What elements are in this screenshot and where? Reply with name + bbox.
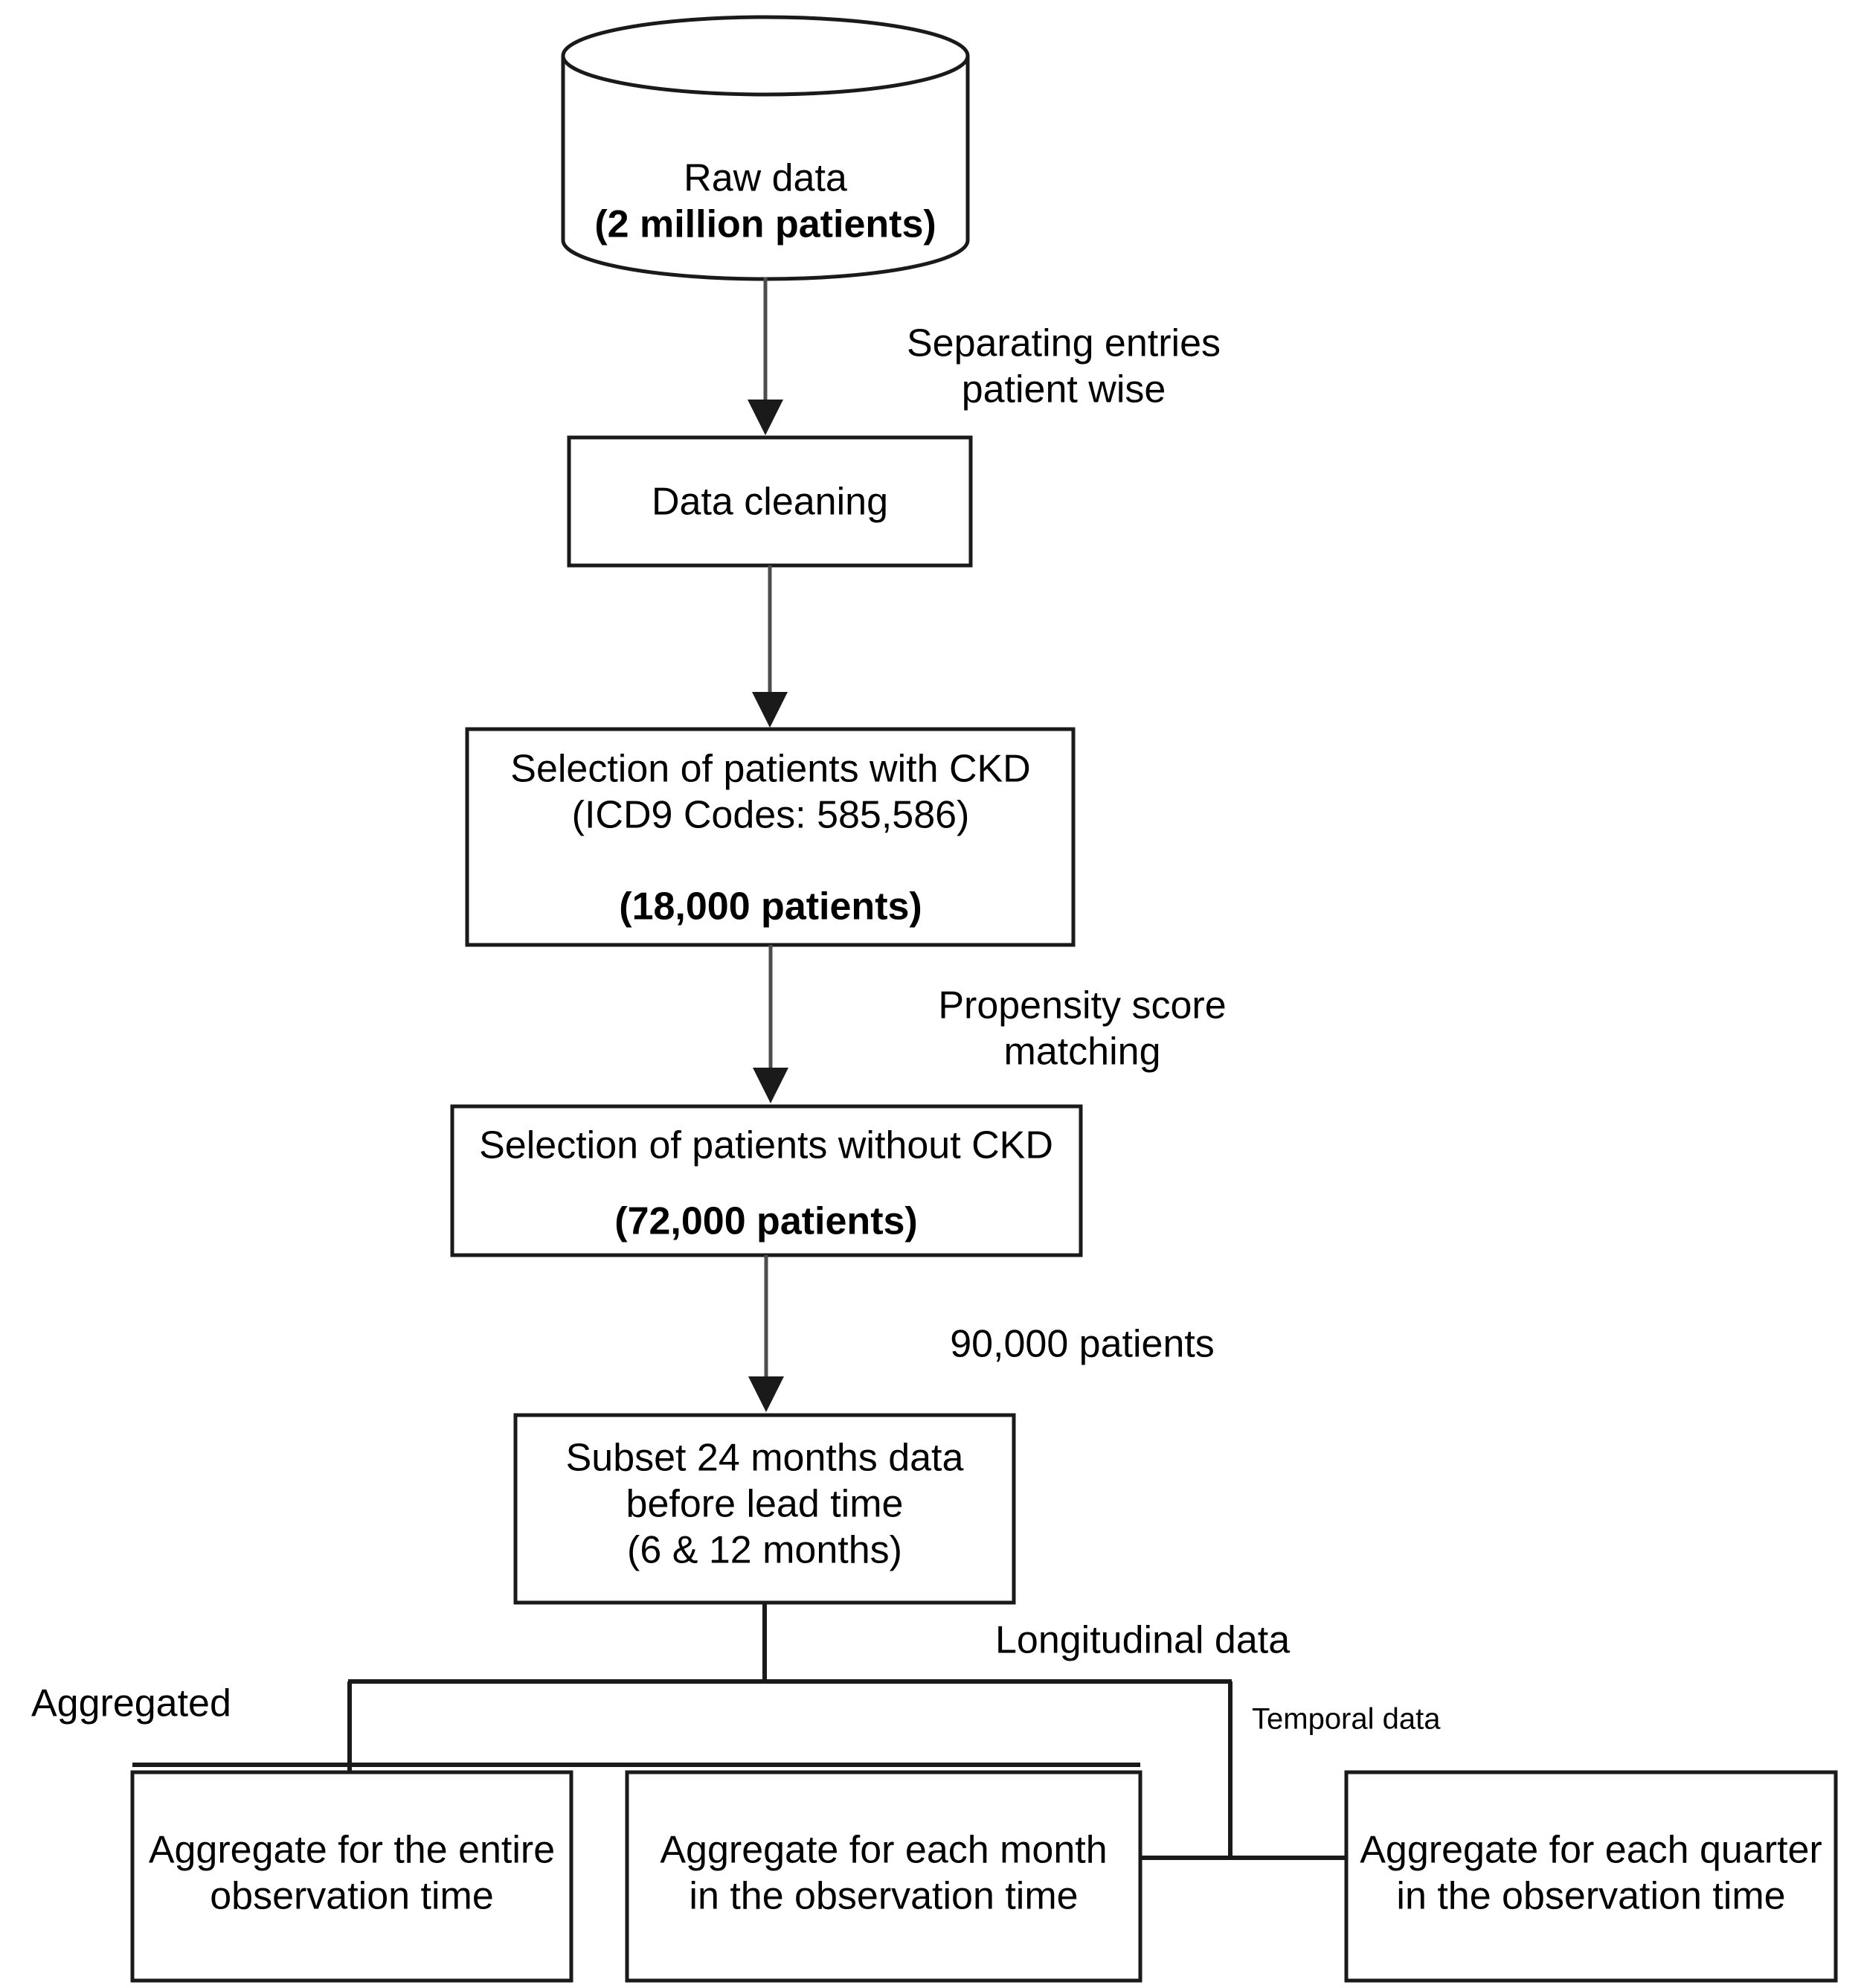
node-agg-month-line2: in the observation time: [689, 1875, 1078, 1918]
node-box: [567, 435, 973, 568]
node-data-cleaning[interactable]: Data cleaning: [567, 435, 973, 568]
edge-label-aggregated-text: Aggregated: [31, 1682, 231, 1725]
edge-label-propensity-line2: matching: [1004, 1030, 1161, 1074]
node-subset-line1: Subset 24 months data: [566, 1437, 964, 1480]
edge-without-ckd-to-subset: [748, 1255, 784, 1412]
node-agg-quarter[interactable]: Aggregate for each quarter in the observ…: [1344, 1770, 1838, 1983]
node-box: [450, 1104, 1083, 1257]
node-raw-data-line2: (2 million patients): [594, 203, 936, 246]
node-raw-data[interactable]: Raw data (2 million patients): [561, 15, 970, 281]
node-box: [1344, 1770, 1838, 1983]
edge-label-separating-line2: patient wise: [962, 368, 1166, 411]
edge-label-propensity: Propensity score matching: [938, 984, 1226, 1074]
node-with-ckd-line2: (ICD9 Codes: 585,586): [572, 794, 970, 837]
edge-label-longitudinal-text: Longitudinal data: [995, 1619, 1290, 1662]
edge-label-aggregated: Aggregated: [31, 1682, 231, 1725]
arrow-head-icon: [748, 1376, 784, 1412]
node-agg-month[interactable]: Aggregate for each month in the observat…: [625, 1770, 1142, 1983]
node-with-ckd[interactable]: Selection of patients with CKD (ICD9 Cod…: [465, 727, 1076, 947]
arrow-head-icon: [748, 400, 783, 435]
node-subset[interactable]: Subset 24 months data before lead time (…: [513, 1413, 1016, 1605]
edge-raw-to-cleaning: [748, 278, 783, 435]
node-subset-line2: before lead time: [626, 1483, 904, 1526]
node-without-ckd-line1: Selection of patients without CKD: [479, 1124, 1053, 1167]
edge-label-propensity-line1: Propensity score: [938, 984, 1226, 1027]
edge-label-ninety-thousand: 90,000 patients: [950, 1323, 1215, 1366]
node-box: [130, 1770, 573, 1983]
node-without-ckd[interactable]: Selection of patients without CKD (72,00…: [450, 1104, 1083, 1257]
arrow-head-icon: [753, 1068, 788, 1103]
node-agg-entire-line1: Aggregate for the entire: [149, 1829, 555, 1872]
node-agg-entire-line2: observation time: [210, 1875, 494, 1918]
node-with-ckd-line3: (18,000 patients): [619, 885, 922, 929]
node-subset-line3: (6 & 12 months): [627, 1529, 902, 1572]
edge-label-temporal: Temporal data: [1252, 1703, 1441, 1736]
node-without-ckd-line2: (72,000 patients): [614, 1200, 918, 1243]
node-box: [625, 1770, 1142, 1983]
node-box: [513, 1413, 1016, 1605]
edge-label-separating: Separating entries patient wise: [907, 322, 1221, 411]
node-with-ckd-line1: Selection of patients with CKD: [510, 748, 1030, 791]
cylinder-top: [561, 15, 970, 97]
node-raw-data-line1: Raw data: [684, 157, 847, 200]
node-agg-entire[interactable]: Aggregate for the entire observation tim…: [130, 1770, 573, 1983]
edge-label-separating-line1: Separating entries: [907, 322, 1221, 365]
edge-label-ninety-thousand-text: 90,000 patients: [950, 1323, 1215, 1366]
edge-label-temporal-text: Temporal data: [1252, 1703, 1441, 1736]
node-data-cleaning-line1: Data cleaning: [652, 481, 888, 524]
node-agg-quarter-line1: Aggregate for each quarter: [1360, 1829, 1822, 1872]
arrow-head-icon: [752, 692, 788, 728]
edge-label-longitudinal: Longitudinal data: [995, 1619, 1290, 1662]
node-box: [465, 727, 1076, 947]
node-agg-quarter-line2: in the observation time: [1396, 1875, 1785, 1918]
edge-subset-branching: [132, 1603, 1349, 1860]
node-agg-month-line1: Aggregate for each month: [660, 1829, 1107, 1872]
edge-cleaning-to-with-ckd: [752, 565, 788, 728]
edge-with-ckd-to-without-ckd: [753, 945, 788, 1103]
